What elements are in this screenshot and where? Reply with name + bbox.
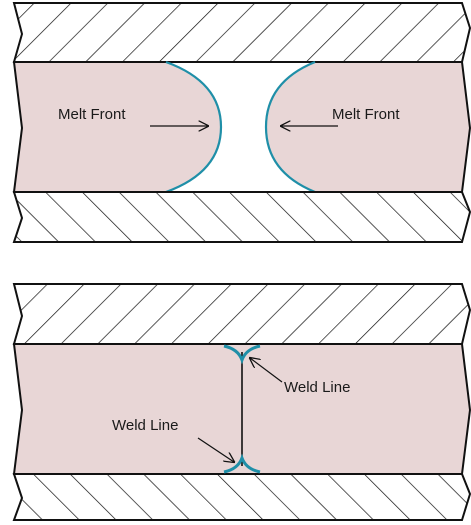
melt-front-right-curve: [264, 60, 316, 194]
bottom-upper-wall: [12, 283, 471, 345]
melt-front-label-right: Melt Front: [332, 106, 400, 123]
weld-line-label-upper: Weld Line: [284, 379, 350, 396]
melt-front-left-curve: [165, 60, 223, 194]
top-upper-wall: [12, 2, 471, 63]
melt-front-label-left: Melt Front: [58, 106, 126, 123]
weld-notch-top: [223, 344, 261, 365]
top-panel: Melt Front Melt Front: [12, 2, 471, 243]
weld-line-label-lower: Weld Line: [112, 417, 178, 434]
bottom-lower-wall: [12, 473, 471, 521]
top-lower-wall: [12, 191, 471, 243]
top-melt-gap: [166, 62, 315, 192]
weld-notch-bottom: [223, 453, 261, 474]
weld-line-arrow-lower: [197, 437, 234, 462]
weld-line-arrow-upper: [250, 358, 283, 383]
bottom-panel: Weld Line Weld Line: [12, 283, 471, 521]
